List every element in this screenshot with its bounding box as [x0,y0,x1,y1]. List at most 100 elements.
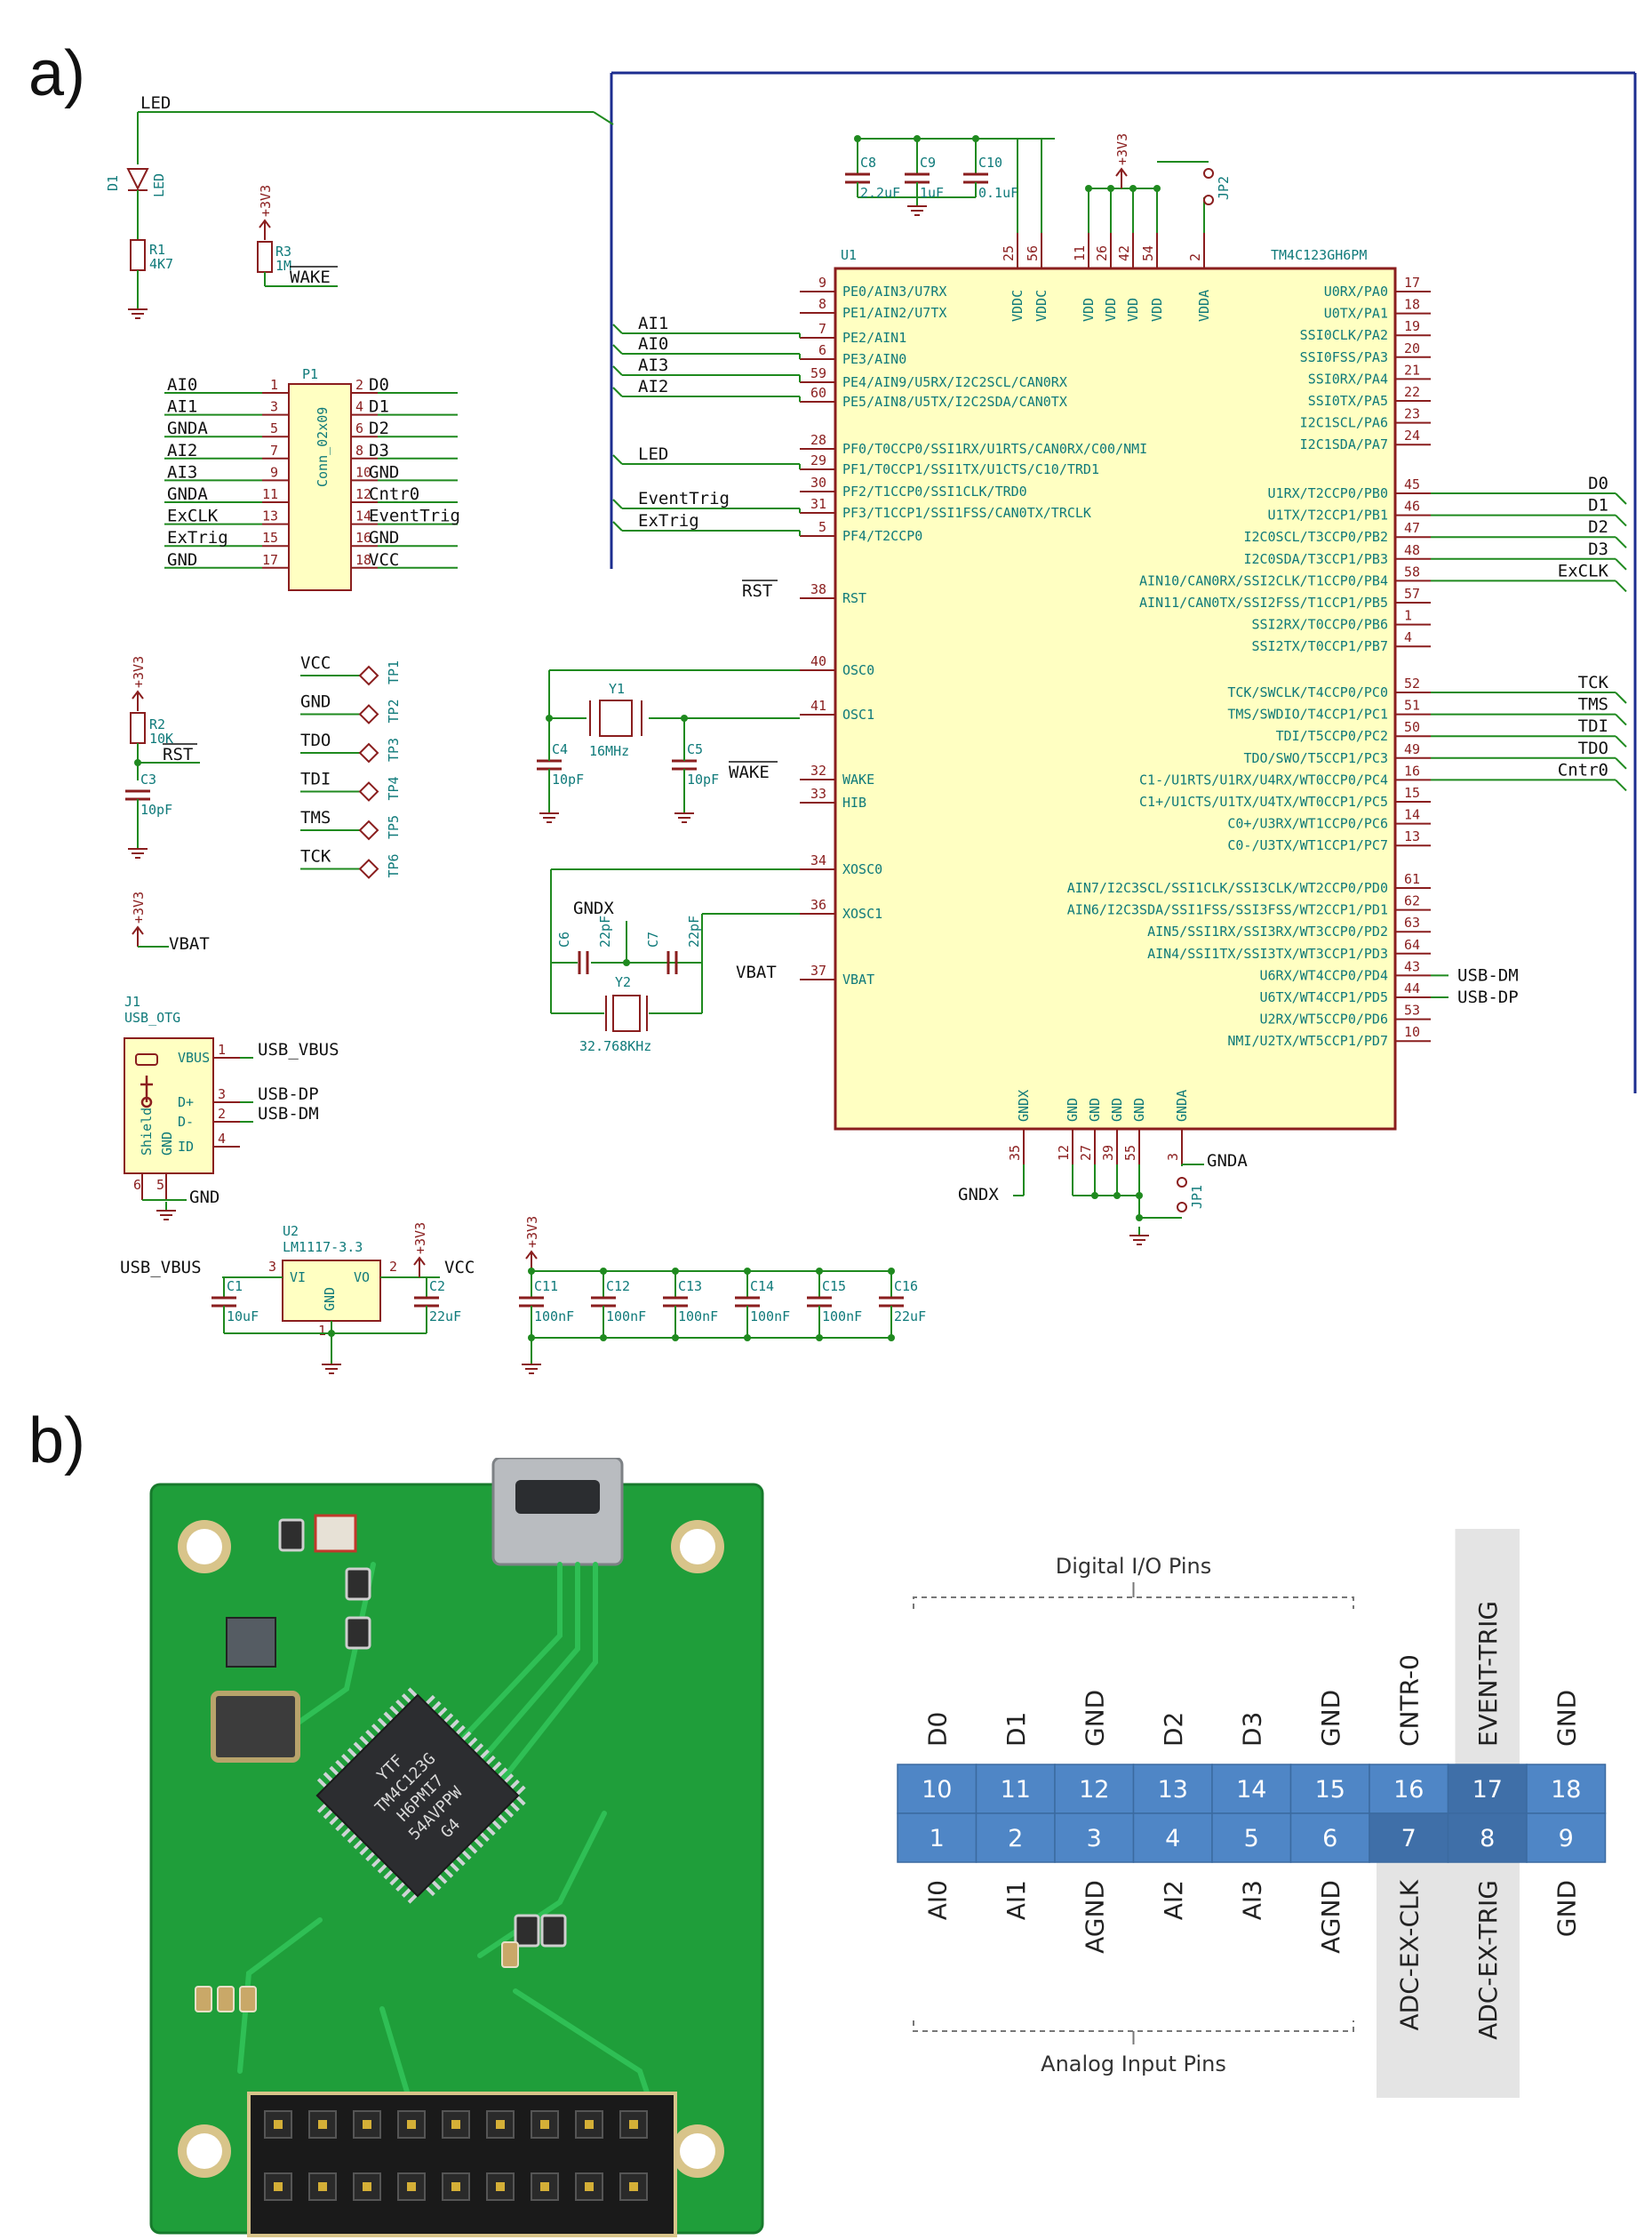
pin-cell [1526,1764,1607,1814]
capacitor-ref: C7 [645,932,661,948]
power-label: +3V3 [131,656,147,688]
mcu-pin-name: PF4/T2CCP0 [842,528,922,544]
mcu-pin-number: 51 [1404,698,1420,714]
power-symbol: +3V3 [258,185,274,240]
usb-net-label: USB_VBUS [258,1040,339,1060]
mcu-pin-name: TMS/SWDIO/T4CCP1/PC1 [1227,707,1388,723]
mcu-pin-name: PF3/T1CCP1/SSI1FSS/CAN0TX/TRCLK [842,505,1091,521]
testpoint-marker [358,820,379,841]
mcu-pin-name: SSI2RX/T0CCP0/PB6 [1251,617,1388,633]
pin-label-bottom: AI1 [1002,1880,1031,1920]
mcu-pin-number: 9 [818,275,826,291]
chip-lead [335,1759,346,1771]
pin-number: 5 [1244,1825,1259,1852]
mcu-pin-number: 58 [1404,564,1420,580]
chip-lead [455,1724,466,1736]
pin-cell [1526,1812,1607,1863]
net-label-led: LED [140,93,171,113]
connector-net-label: GND [167,550,197,570]
ground-symbol [907,197,927,216]
mcu-pin-name: PF0/T0CCP0/SSI1RX/U1RTS/CAN0RX/C00/NMI [842,441,1147,457]
mcu-pin-name: C1-/U1RTS/U1RX/U4RX/WT0CCP0/PC4 [1139,772,1388,788]
mcu-pin-name: AIN11/CAN0TX/SSI2FSS/T1CCP1/PB5 [1139,595,1388,611]
mcu-pin-number: 16 [1404,763,1420,779]
net-label: D0 [1588,474,1608,493]
mcu-pin-number: 11 [1072,245,1088,261]
regulator-input-net: USB_VBUS [120,1258,202,1277]
connector-pin-number: 2 [355,377,363,393]
mcu-pin-name: TDO/SWO/T5CCP1/PC3 [1243,750,1388,766]
mcu-pin-name: TDI/T5CCP0/PC2 [1276,728,1388,744]
ground-symbol [156,1202,176,1220]
jumper-pad [1203,195,1214,205]
mcu-pin-number: 17 [1404,275,1420,291]
mcu-pin-name: RST [842,590,866,606]
mcu-pin-number: 56 [1025,245,1041,261]
mcu-pin-number: 47 [1404,520,1420,536]
chip-lead [395,1881,406,1892]
power-arrow [525,1250,538,1260]
capacitor-ref: C3 [140,772,156,788]
mcu-pin-name: AIN5/SSI1RX/SSI3RX/WT3CCP0/PD2 [1147,924,1388,940]
chip-lead [359,1845,370,1856]
chip-lead [371,1857,382,1868]
led-component [314,1514,357,1553]
mcu-pin-number: 23 [1404,406,1420,422]
pin-number: 12 [1079,1776,1109,1804]
pin-number: 6 [1322,1825,1337,1852]
chip-lead [425,1694,435,1706]
testpoint-net-label: VCC [300,653,331,673]
chip-lead [431,1700,442,1711]
net-label: TDI [1578,716,1608,736]
usb-connector-body [124,1037,214,1174]
capacitor-value: 100nF [822,1308,862,1324]
usb-pin-number: 5 [156,1177,164,1193]
connector-net-label: GNDA [167,419,208,438]
mcu-pin-name: XOSC0 [842,861,882,877]
junction-dot [528,1268,535,1275]
bus-entry [612,521,623,532]
panel-label-b: b) [28,1405,86,1476]
mcu-pin-name: I2C0SDA/T3CCP1/PB3 [1243,551,1388,567]
header-pin [363,2182,371,2191]
mcu-pin-number: 34 [810,852,826,868]
regulator-ref: U2 [283,1223,299,1239]
capacitor-ref: C1 [227,1278,243,1294]
mcu-pin-number: 4 [1404,629,1412,645]
pin-label-bottom: AI0 [922,1880,952,1920]
testpoint-net-label: GND [300,692,331,712]
jumper-ref: JP2 [1216,176,1232,200]
connector-net-label: GND [369,462,399,482]
mcu-pin-number: 27 [1078,1145,1094,1161]
header-pin [318,2120,327,2129]
mcu-pin-number: 26 [1094,245,1110,261]
mcu-pin-name: OSC1 [842,707,874,723]
mcu-pin-name: VDDC [1010,290,1026,322]
usb-trident-icon [140,1076,153,1108]
testpoint-ref: TP2 [386,699,402,723]
inductor-component [226,1617,276,1668]
mcu-pin-name: GND [1087,1098,1103,1122]
net-label-vbat2: VBAT [169,934,210,954]
net-label: USB-DM [1457,965,1519,985]
header-pin-housing [486,2172,515,2201]
pin-number: 1 [930,1825,945,1852]
ground-symbol [539,804,559,823]
power-label: +3V3 [1114,133,1130,165]
net-label: TMS [1578,695,1608,715]
net-label-gndx2: GNDX [958,1185,999,1204]
resistor-value: 10K [149,731,173,747]
testpoint-marker [358,665,379,686]
net-wire [593,111,614,125]
resistor-r3 [257,241,273,273]
junction-dot [744,1334,751,1341]
header-pin [407,2120,416,2129]
mcu-pin-number: 54 [1140,245,1156,261]
mcu-pin-number: 41 [810,698,826,714]
mcu-pin-name: GND [1131,1098,1147,1122]
pin-number: 2 [1008,1825,1023,1852]
chip-lead [491,1820,502,1830]
mcu-pin-number: 57 [1404,586,1420,602]
